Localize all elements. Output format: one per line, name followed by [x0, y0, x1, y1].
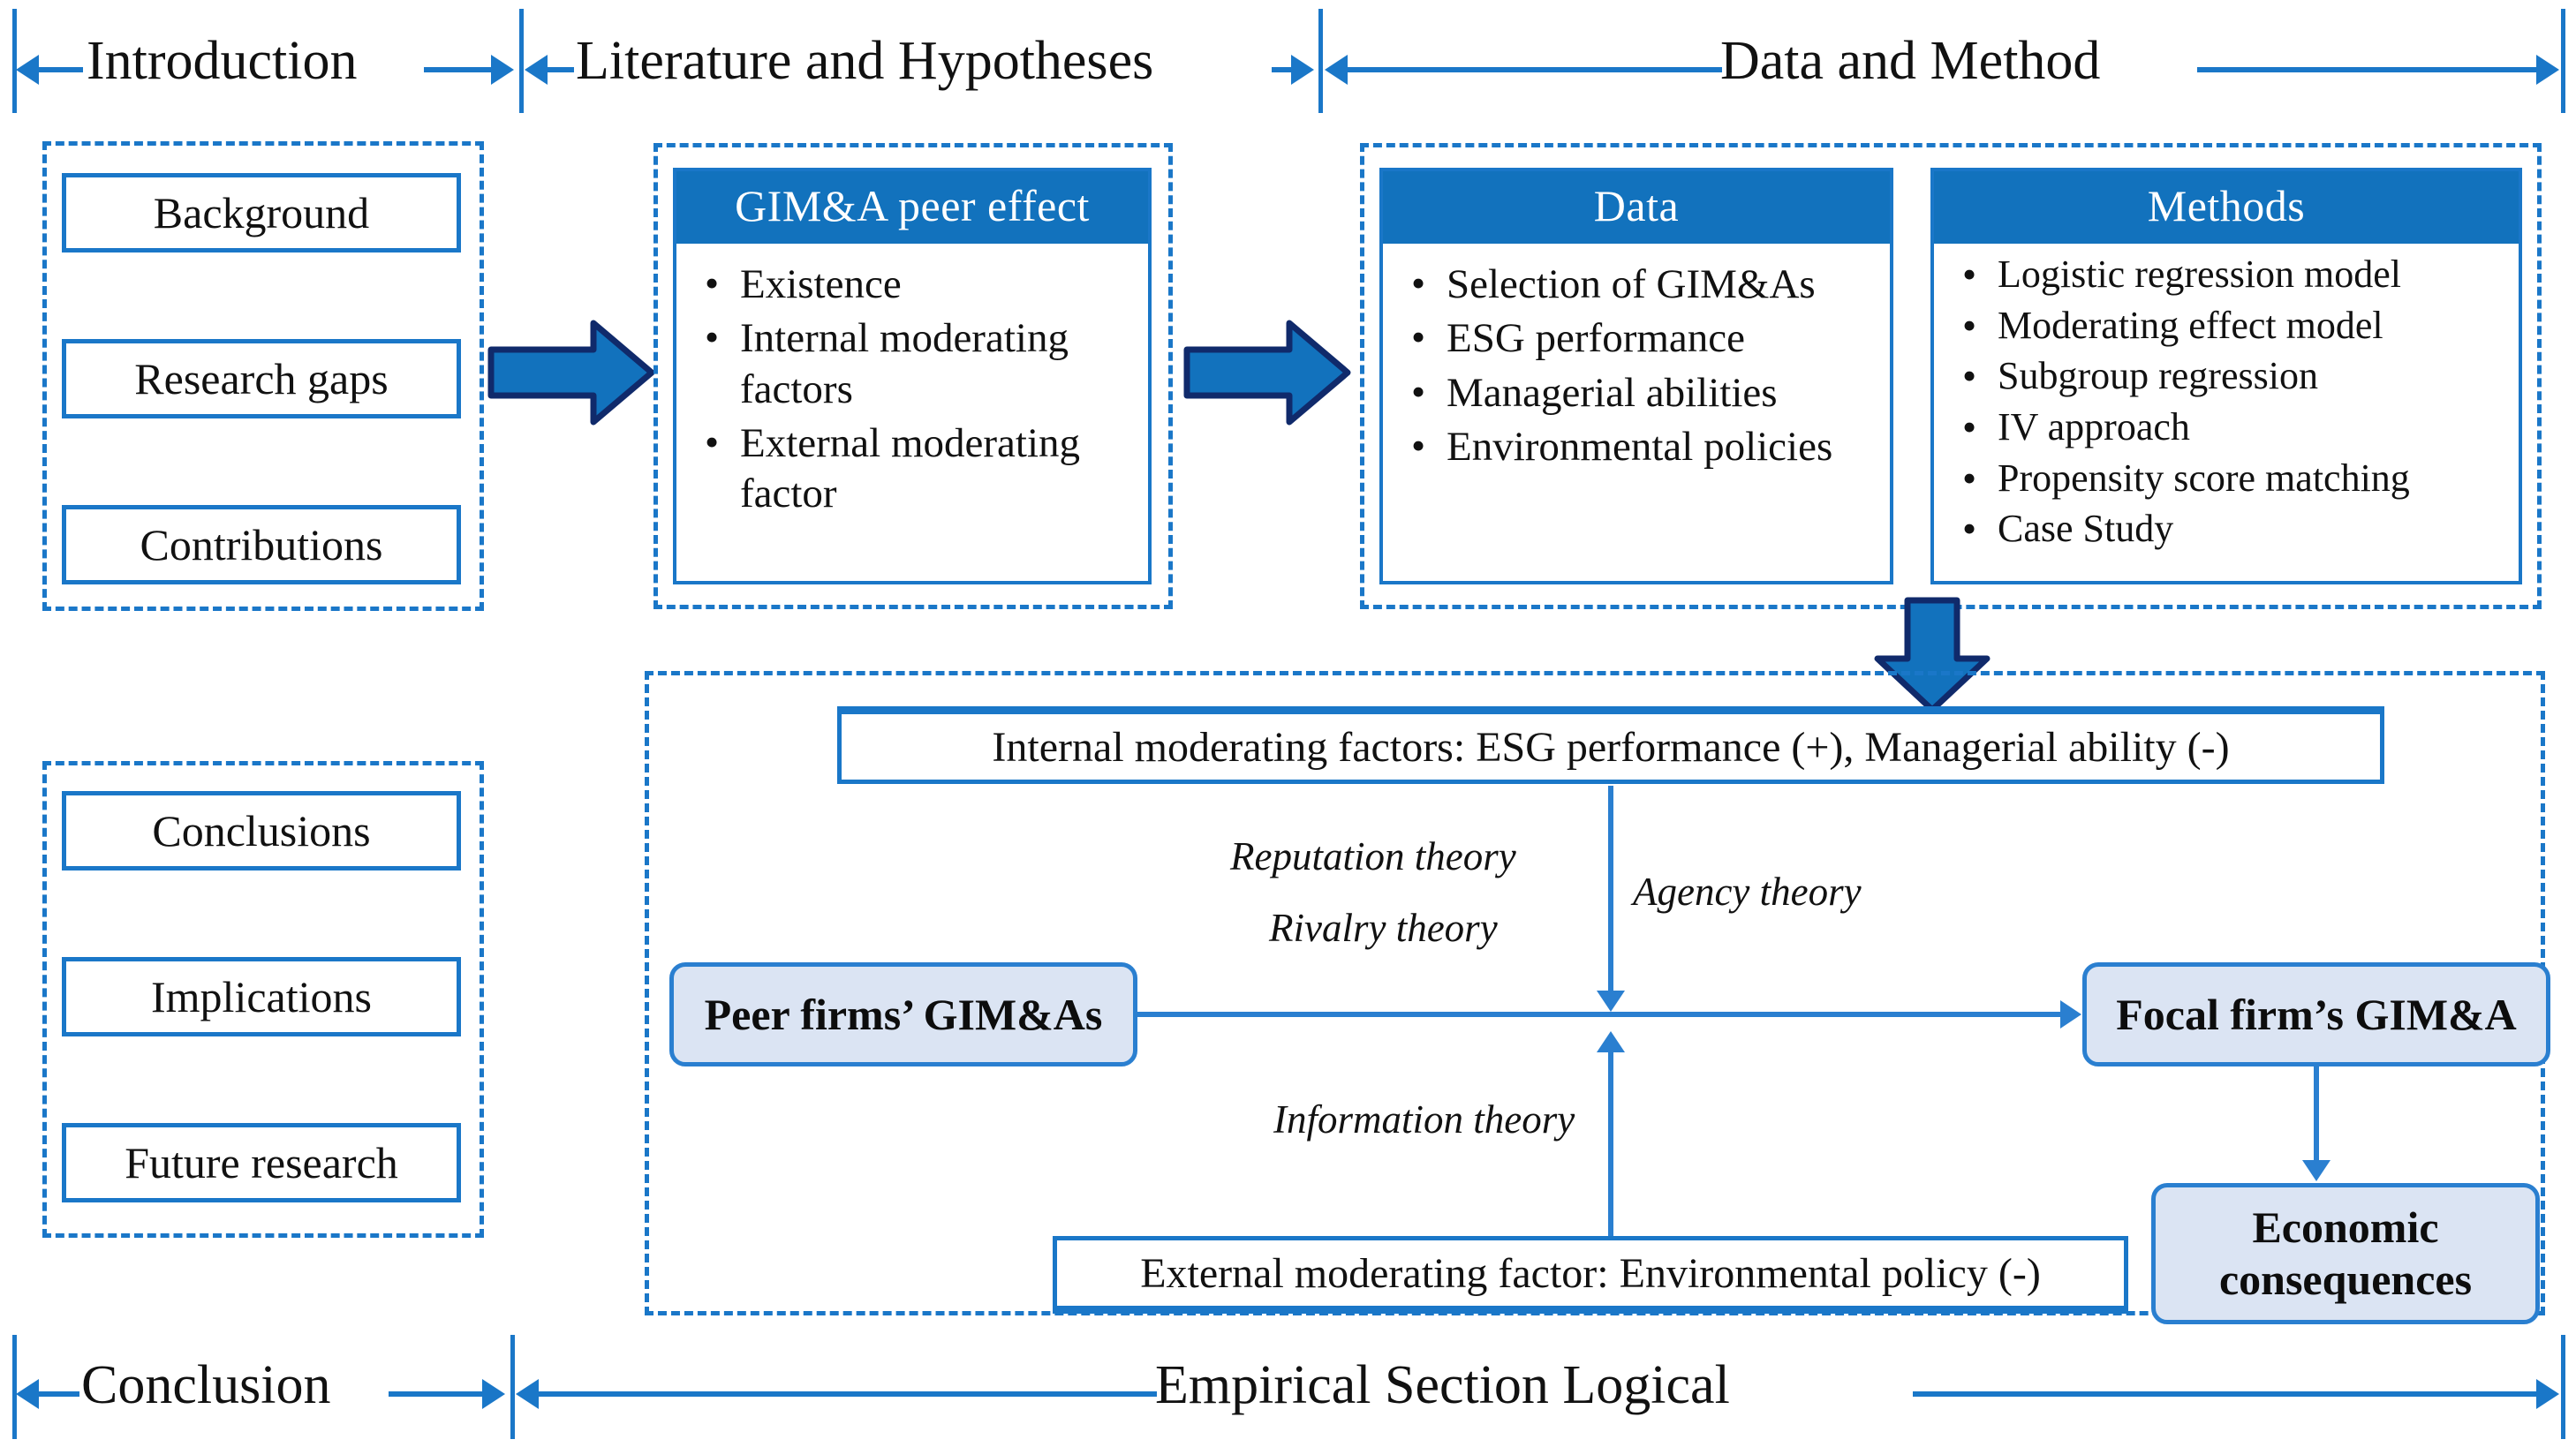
node-focal-firm-gima-label: Focal firm’s GIM&A	[2116, 989, 2517, 1039]
range-line-datamethod-right	[2197, 67, 2538, 72]
box-external-moderating-factor[interactable]: External moderating factor: Environmenta…	[1053, 1236, 2128, 1314]
range-line-literature-right	[1272, 67, 1295, 72]
top-band-tick-left	[12, 9, 17, 113]
box-future-research[interactable]: Future research	[62, 1123, 461, 1202]
panel-gima-peer-effect[interactable]: GIM&A peer effect Existence Internal mod…	[673, 168, 1152, 584]
box-implications-label: Implications	[151, 972, 372, 1021]
range-arrow-left-introduction	[16, 55, 39, 85]
connector-peer-to-focal	[1137, 1012, 2066, 1017]
arrowhead-down-economic	[2302, 1160, 2330, 1181]
top-band-divider-1	[519, 9, 524, 113]
gima-peer-effect-bullet-list: Existence Internal moderating factors Ex…	[699, 259, 1139, 524]
list-item: Moderating effect model	[1962, 301, 2510, 350]
list-item: IV approach	[1962, 403, 2510, 452]
arrowhead-up-center	[1597, 1031, 1625, 1052]
arrowhead-down-internal	[1597, 991, 1625, 1012]
range-line-conclusion-right	[389, 1391, 484, 1397]
section-label-empirical: Empirical Section Logical	[1155, 1355, 1730, 1415]
range-line-empirical-right	[1913, 1391, 2538, 1397]
connector-internal-to-center	[1608, 786, 1613, 996]
node-economic-consequences-label: Economic consequences	[2218, 1202, 2473, 1304]
node-focal-firm-gima[interactable]: Focal firm’s GIM&A	[2082, 962, 2550, 1066]
introduction-group	[42, 141, 484, 611]
bottom-band-tick-left	[12, 1335, 17, 1439]
box-research-gaps[interactable]: Research gaps	[62, 339, 461, 418]
box-conclusions[interactable]: Conclusions	[62, 791, 461, 870]
list-item: Managerial abilities	[1411, 367, 1881, 418]
range-arrow-right-empirical	[2536, 1379, 2559, 1409]
literature-group	[653, 143, 1173, 609]
range-arrow-right-conclusion	[482, 1379, 505, 1409]
panel-methods-body: Logistic regression model Moderating eff…	[1934, 244, 2519, 581]
box-background-label: Background	[153, 188, 370, 237]
methods-bullet-list: Logistic regression model Moderating eff…	[1957, 250, 2510, 556]
block-arrow-down-icon	[1872, 597, 1992, 713]
conclusion-group	[42, 761, 484, 1238]
panel-methods-title: Methods	[1934, 171, 2519, 244]
panel-data-body: Selection of GIM&As ESG performance Mana…	[1383, 244, 1890, 581]
range-arrow-left-conclusion	[16, 1379, 39, 1409]
range-line-datamethod-left	[1348, 67, 1722, 72]
theory-label-rivalry: Rivalry theory	[1269, 906, 1498, 950]
range-arrow-right-datamethod	[2536, 55, 2559, 85]
list-item: External moderating factor	[705, 418, 1139, 520]
box-background[interactable]: Background	[62, 173, 461, 252]
panel-gima-peer-effect-body: Existence Internal moderating factors Ex…	[676, 244, 1148, 581]
bottom-band-divider	[510, 1335, 515, 1439]
theory-label-agency: Agency theory	[1633, 870, 1862, 914]
panel-gima-peer-effect-title: GIM&A peer effect	[676, 171, 1148, 244]
box-external-moderating-factor-label: External moderating factor: Environmenta…	[1140, 1249, 2041, 1297]
panel-data-title: Data	[1383, 171, 1890, 244]
box-internal-moderating-factors[interactable]: Internal moderating factors: ESG perform…	[837, 706, 2384, 784]
box-conclusions-label: Conclusions	[152, 806, 371, 855]
list-item: Environmental policies	[1411, 421, 1881, 472]
range-line-introduction-left	[39, 67, 83, 72]
section-label-datamethod: Data and Method	[1720, 31, 2101, 91]
range-arrow-right-literature	[1291, 55, 1314, 85]
panel-methods[interactable]: Methods Logistic regression model Modera…	[1930, 168, 2522, 584]
block-arrow-right-icon-2	[1183, 318, 1351, 428]
section-label-literature: Literature and Hypotheses	[576, 31, 1154, 91]
box-contributions[interactable]: Contributions	[62, 505, 461, 584]
theory-label-information: Information theory	[1273, 1097, 1575, 1142]
panel-data[interactable]: Data Selection of GIM&As ESG performance…	[1379, 168, 1893, 584]
list-item: Existence	[705, 259, 1139, 310]
range-line-literature-left	[548, 67, 574, 72]
range-arrow-right-introduction	[491, 55, 514, 85]
theory-label-reputation: Reputation theory	[1230, 834, 1516, 878]
list-item: Subgroup regression	[1962, 351, 2510, 401]
box-research-gaps-label: Research gaps	[134, 354, 389, 403]
node-peer-firms-gimas[interactable]: Peer firms’ GIM&As	[669, 962, 1137, 1066]
bottom-band-tick-right	[2561, 1335, 2565, 1439]
section-label-introduction: Introduction	[87, 31, 358, 91]
list-item: Logistic regression model	[1962, 250, 2510, 299]
block-arrow-right-icon-1	[487, 318, 655, 428]
range-arrow-left-empirical	[516, 1379, 539, 1409]
connector-external-to-center	[1608, 1051, 1613, 1254]
section-label-conclusion: Conclusion	[81, 1355, 331, 1415]
list-item: Internal moderating factors	[705, 313, 1139, 415]
top-band-divider-2	[1318, 9, 1323, 113]
list-item: Propensity score matching	[1962, 454, 2510, 503]
list-item: ESG performance	[1411, 313, 1881, 364]
node-economic-consequences[interactable]: Economic consequences	[2151, 1183, 2540, 1324]
top-band-tick-right	[2561, 9, 2565, 113]
range-line-introduction-right	[424, 67, 493, 72]
box-contributions-label: Contributions	[140, 520, 383, 569]
box-implications[interactable]: Implications	[62, 957, 461, 1036]
arrowhead-right-focal	[2060, 1000, 2081, 1029]
box-internal-moderating-factors-label: Internal moderating factors: ESG perform…	[992, 723, 2230, 771]
node-peer-firms-gimas-label: Peer firms’ GIM&As	[704, 989, 1103, 1039]
connector-focal-to-economic	[2314, 1066, 2319, 1165]
box-future-research-label: Future research	[125, 1138, 398, 1187]
data-bullet-list: Selection of GIM&As ESG performance Mana…	[1406, 259, 1881, 476]
list-item: Selection of GIM&As	[1411, 259, 1881, 310]
list-item: Case Study	[1962, 504, 2510, 554]
range-line-empirical-left	[539, 1391, 1157, 1397]
range-arrow-left-literature	[525, 55, 548, 85]
range-line-conclusion-left	[39, 1391, 79, 1397]
range-arrow-left-datamethod	[1325, 55, 1348, 85]
